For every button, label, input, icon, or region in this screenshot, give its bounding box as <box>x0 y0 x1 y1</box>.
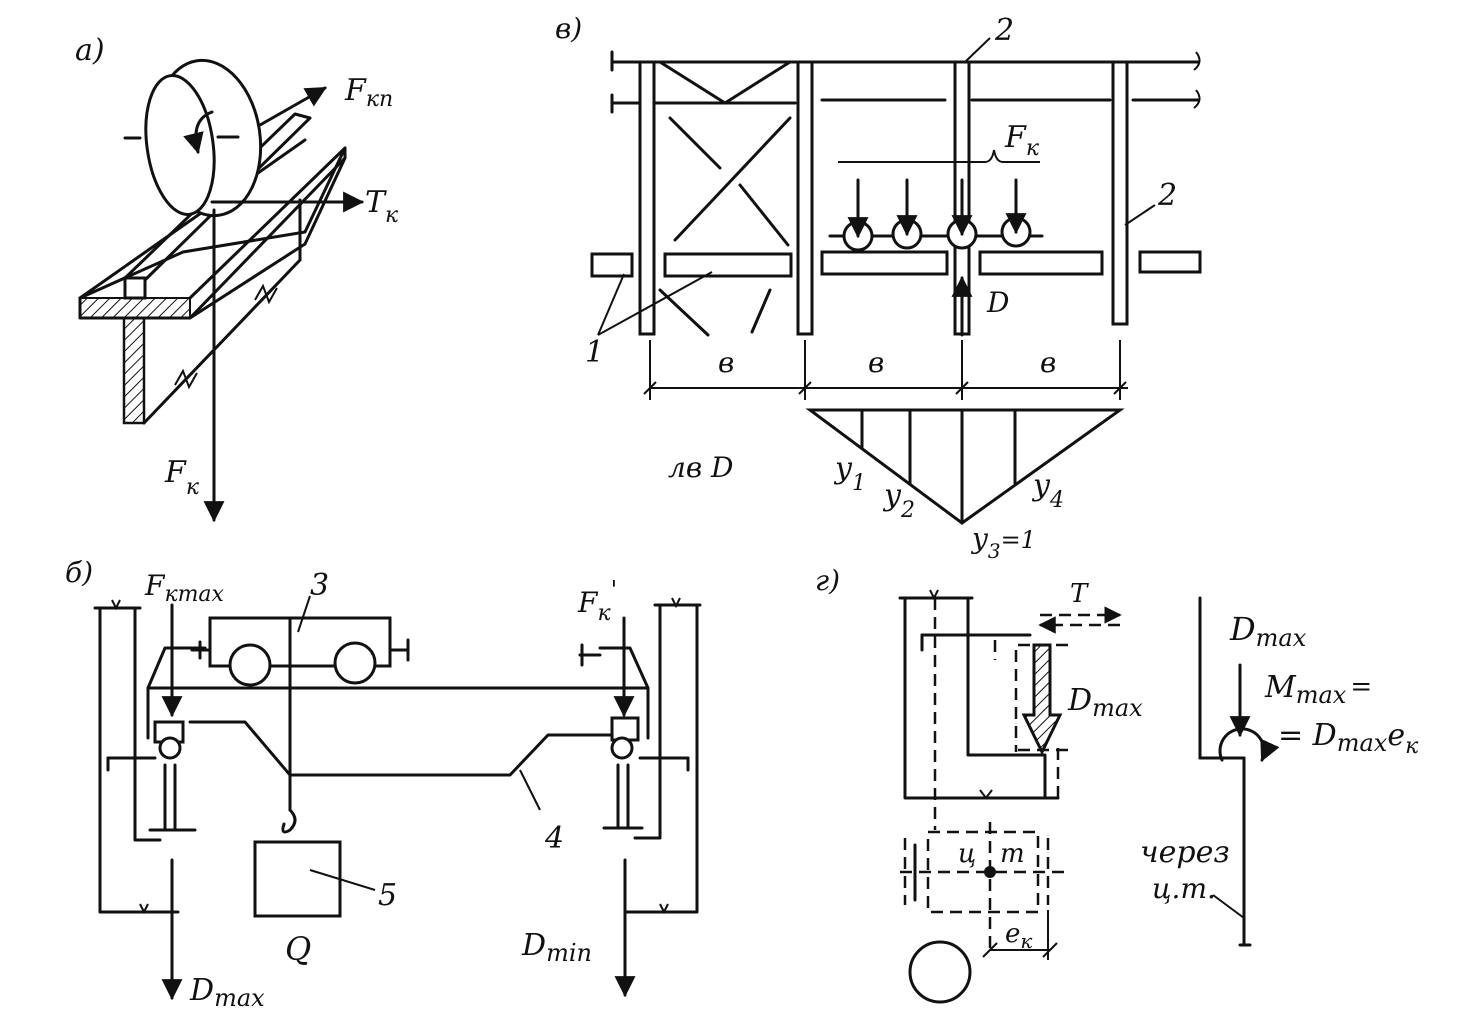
panel-v-tag: в) <box>555 12 582 45</box>
force-fkp-arrow <box>258 86 327 127</box>
left-crane-column <box>93 599 197 915</box>
label-y1: y1 <box>833 451 866 496</box>
label-span-b1: в <box>718 346 734 379</box>
crane-beam-left-stub <box>590 252 634 278</box>
wheel-loads <box>842 178 1032 252</box>
label-g-dmax-arrow: Dmax <box>1067 683 1143 722</box>
column-scheme <box>1198 596 1280 947</box>
moment-arrow-icon <box>1218 727 1280 762</box>
label-v-d: D <box>986 286 1009 319</box>
label-y3: y3=1 <box>970 522 1036 563</box>
label-through-ct: ц.т. <box>1152 872 1216 905</box>
label-span-b3: в <box>1040 346 1056 379</box>
label-dmax: Dmax <box>189 973 265 1012</box>
column-2 <box>796 60 814 336</box>
label-mmax-formula: = Dmaxeк <box>1278 718 1419 759</box>
label-g-t: T <box>1070 579 1089 609</box>
crane-rail-beam <box>78 112 347 425</box>
label-number-3: 3 <box>310 568 329 603</box>
label-dmin: Dmin <box>521 928 592 967</box>
crane-beam-right-stub <box>1138 250 1202 274</box>
column-console <box>898 589 1060 830</box>
label-q: Q <box>285 930 311 968</box>
label-fkmax: Fкmax <box>144 569 225 607</box>
panel-v: в) <box>555 12 1202 563</box>
crane-beam-2 <box>820 250 949 276</box>
label-through: через <box>1140 835 1230 870</box>
label-number-5: 5 <box>378 878 397 913</box>
trolley <box>190 616 602 687</box>
panel-b: б) <box>65 556 702 1012</box>
label-number-2-right: 2 <box>1157 178 1177 213</box>
crane-wheel <box>123 58 263 218</box>
panel-b-tag: б) <box>65 556 93 589</box>
panel-a: а) Fкп <box>75 33 399 523</box>
panel-a-tag: а) <box>75 33 105 68</box>
crane-bridge <box>146 646 650 777</box>
fk-brace <box>838 149 1040 163</box>
column-cross-section <box>900 822 1070 955</box>
panel-g: г) T Dmax <box>815 564 1419 1004</box>
label-tk: Tк <box>365 185 399 228</box>
label-ct-t: т <box>1000 839 1025 869</box>
label-v-fk: Fк <box>1004 120 1040 161</box>
panel-g-tag: г) <box>815 564 840 597</box>
label-number-2-top: 2 <box>994 13 1014 48</box>
column-1 <box>638 60 656 336</box>
rotation-arrow-icon <box>183 110 214 155</box>
label-fk: Fк <box>164 455 200 500</box>
crane-beam-1 <box>663 252 793 278</box>
label-mmax: Mmax= <box>1264 670 1372 709</box>
label-lv-d: лв D <box>668 451 733 484</box>
label-ek: eк <box>1005 919 1032 953</box>
crane-beam-3 <box>978 250 1104 276</box>
label-ct-c: ц <box>958 839 976 869</box>
span-dimension <box>643 340 1128 400</box>
label-span-b2: в <box>868 346 884 379</box>
force-dmax-bold-arrow <box>1018 643 1070 756</box>
vertical-bracing <box>658 60 797 337</box>
label-fk-prime: Fк' <box>577 576 617 626</box>
load-block <box>253 840 342 918</box>
label-number-4: 4 <box>544 821 564 856</box>
hook-icon <box>281 808 297 834</box>
rail-section-circle <box>908 940 972 1004</box>
influence-line-d <box>805 408 1125 525</box>
label-fkp: Fкп <box>344 73 393 112</box>
column-4 <box>1111 60 1129 326</box>
label-y4: y4 <box>1031 468 1064 513</box>
label-number-1: 1 <box>585 335 604 370</box>
right-crane-column <box>602 597 702 915</box>
label-y2: y2 <box>882 478 915 523</box>
label-g-dmax-top: Dmax <box>1229 610 1307 652</box>
